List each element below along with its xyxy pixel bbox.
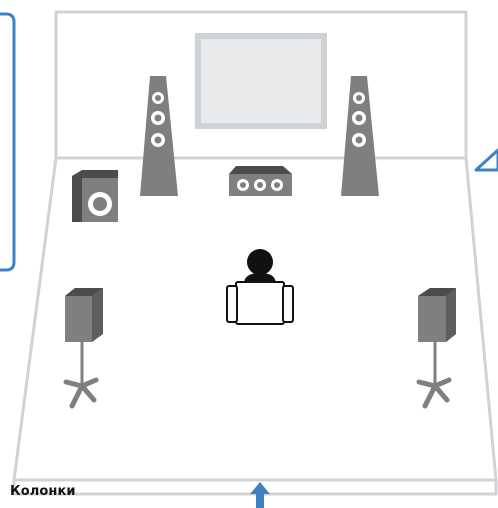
front-left-speaker-icon[interactable] (140, 76, 178, 196)
center-speaker-icon[interactable] (229, 166, 292, 196)
front-right-speaker-icon[interactable] (341, 76, 379, 196)
listener-icon (227, 249, 293, 324)
tv-screen-icon (195, 33, 327, 129)
surround-right-speaker-icon[interactable] (418, 288, 456, 406)
navigate-right-arrow-icon[interactable] (476, 150, 498, 170)
subwoofer-icon[interactable] (72, 170, 118, 222)
selection-frame-left[interactable] (0, 14, 14, 270)
surround-left-speaker-icon[interactable] (65, 288, 103, 406)
speakers-caption: Колонки (10, 484, 76, 499)
